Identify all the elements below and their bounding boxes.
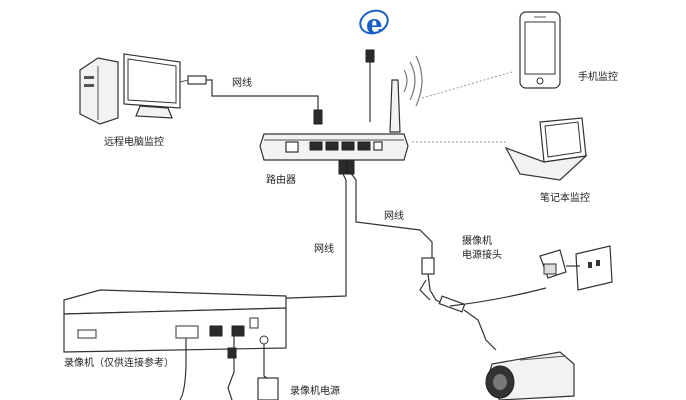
router-antenna [389, 79, 401, 133]
wifi-signal-icon [403, 55, 423, 107]
router-label: 路由器 [266, 175, 296, 186]
recorder-power-label: 录像机电源 [290, 386, 340, 397]
smartphone-icon [519, 11, 561, 89]
camera-connector [419, 257, 547, 351]
phone-label: 手机监控 [578, 72, 618, 83]
camera-power-label-1: 摄像机 [462, 236, 492, 247]
laptop-label: 笔记本监控 [540, 193, 590, 204]
power-adapter-icon [539, 249, 567, 279]
ie-icon: e [359, 9, 389, 40]
camera-icon [485, 351, 575, 400]
camera-power-label-2: 电源接头 [462, 250, 502, 261]
wall-socket-icon [575, 245, 613, 291]
router-icon [259, 133, 409, 161]
remote-pc-label: 远程电脑监控 [104, 137, 164, 148]
laptop-icon [504, 117, 588, 181]
cable-label-pc: 网线 [232, 78, 252, 89]
recorder-label: 录像机（仅供连接参考） [64, 358, 174, 369]
cable-label-camera: 网线 [384, 211, 404, 222]
svg-text:e: e [366, 10, 383, 40]
desktop-computer-icon [79, 53, 207, 125]
recorder-icon [63, 289, 287, 353]
cable-label-recorder: 网线 [314, 244, 334, 255]
